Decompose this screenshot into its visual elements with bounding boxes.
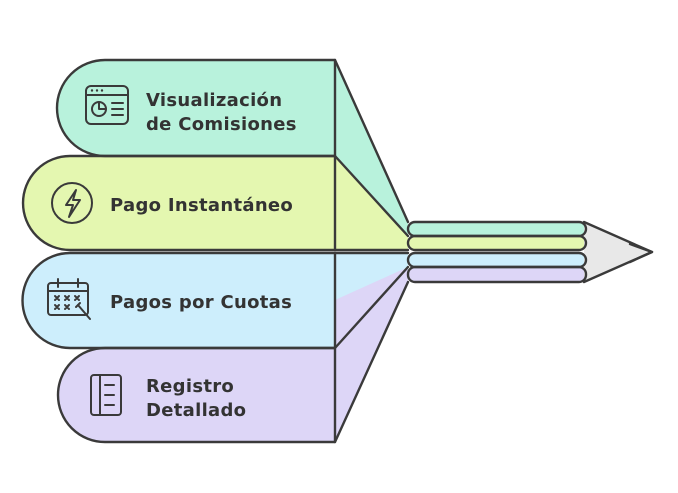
pencil-tip xyxy=(584,222,652,282)
band-visualizacion xyxy=(57,60,335,156)
document-icon xyxy=(90,374,122,416)
band-fills xyxy=(22,60,652,442)
pencil-stripe-blue xyxy=(408,253,586,267)
label-visualizacion-line1: Visualización xyxy=(146,90,282,111)
calendar-icon xyxy=(47,278,91,320)
band-pago-instantaneo xyxy=(23,156,335,250)
label-pago-instantaneo: Pago Instantáneo xyxy=(110,195,293,216)
pencil-stripe-green xyxy=(408,222,586,236)
band-registro xyxy=(58,348,335,442)
label-visualizacion-line2: de Comisiones xyxy=(146,114,297,135)
label-pagos-cuotas: Pagos por Cuotas xyxy=(110,292,292,313)
dashboard-icon xyxy=(85,85,129,125)
band-pagos-cuotas xyxy=(22,253,336,348)
band-outlines xyxy=(21,58,654,444)
funnel-wedge-registro xyxy=(335,267,408,442)
labels: Visualización de Comisiones Pago Instant… xyxy=(110,90,297,421)
funnel-wedge-pago xyxy=(335,156,408,250)
lightning-icon xyxy=(51,182,93,224)
label-registro-line2: Detallado xyxy=(146,400,246,421)
label-registro-line1: Registro xyxy=(146,376,234,397)
pencil-stripe-yellow xyxy=(408,236,586,250)
pencil-stripe-purple xyxy=(408,267,586,282)
